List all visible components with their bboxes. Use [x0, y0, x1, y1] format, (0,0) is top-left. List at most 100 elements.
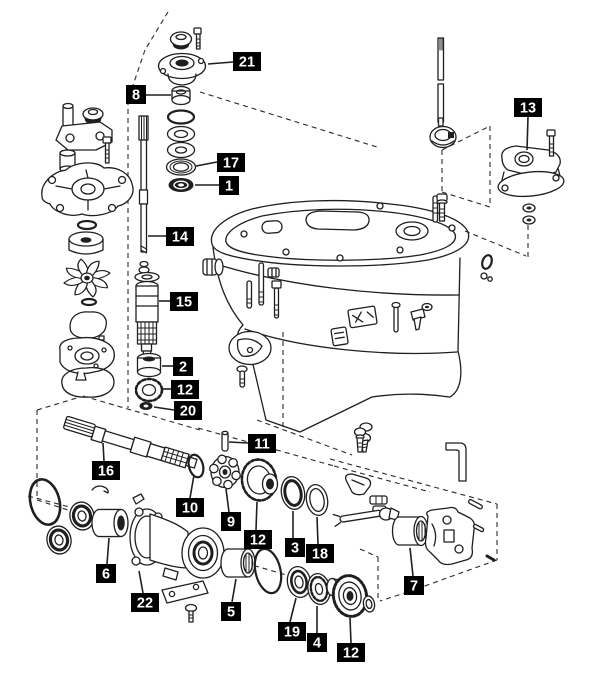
driveshaft-clip — [138, 260, 150, 274]
svg-text:5: 5 — [227, 605, 235, 621]
svg-text:12: 12 — [177, 383, 193, 399]
callout-20: 20 — [153, 401, 202, 420]
callout-15: 15 — [159, 292, 198, 311]
anode-plate — [161, 580, 209, 604]
pump-oring — [76, 219, 98, 231]
driveshaft — [138, 115, 149, 254]
svg-text:17: 17 — [223, 156, 239, 172]
shift-shaft-bolt — [436, 193, 448, 222]
svg-text:22: 22 — [137, 596, 153, 612]
shift-shaft-retainer — [429, 125, 457, 149]
callout-1: 1 — [195, 176, 239, 195]
callout-3: 3 — [285, 511, 305, 557]
rear-seal-ring — [362, 595, 376, 613]
clutch-roller-bearing — [391, 515, 429, 547]
svg-text:20: 20 — [180, 404, 196, 420]
svg-text:12: 12 — [343, 646, 359, 662]
callout-11: 11 — [228, 434, 276, 453]
gearcase-emblem — [330, 305, 378, 347]
impeller-oring — [80, 297, 98, 307]
trim-tab — [228, 330, 272, 388]
svg-text:3: 3 — [291, 541, 299, 557]
callout-8: 8 — [126, 85, 171, 104]
svg-text:6: 6 — [102, 567, 110, 583]
detent-pins — [467, 499, 496, 562]
callout-7: 7 — [404, 547, 424, 595]
needle-bearing — [220, 548, 256, 578]
shift-cam — [344, 473, 372, 496]
callout-layer: 21 8 13 17 1 14 15 2 12 20 11 16 10 9 12 3 18 6 22 5 7 19 4 12 — [92, 52, 542, 662]
pinion-gear — [209, 454, 241, 490]
small-oring-and-clip — [480, 254, 493, 282]
pump-bolt — [102, 136, 112, 164]
water-pump-impeller — [63, 258, 111, 298]
rear-bearing — [307, 572, 331, 606]
linkage-bolt — [353, 427, 367, 453]
drive-pin — [221, 430, 229, 452]
cam-follower-clamp — [369, 495, 388, 514]
reverse-gear — [326, 574, 369, 618]
gearcase-hex-plug — [202, 258, 224, 276]
callout-16: 16 — [92, 442, 120, 480]
callout-18: 18 — [306, 516, 334, 563]
driveshaft-seal-ring — [139, 402, 153, 410]
svg-text:15: 15 — [176, 295, 192, 311]
gearcase-studs — [246, 195, 439, 319]
pump-gasket-upper — [69, 311, 108, 339]
gearcase-side-fasteners — [391, 301, 433, 333]
callout-5: 5 — [221, 578, 241, 621]
svg-text:9: 9 — [227, 515, 235, 531]
svg-text:8: 8 — [132, 88, 140, 104]
forward-gear — [240, 458, 279, 502]
seal-housing — [157, 52, 207, 86]
callout-21: 21 — [207, 52, 261, 71]
anode-screw — [184, 603, 198, 623]
gearcase-housing — [202, 195, 493, 482]
svg-text:13: 13 — [520, 101, 536, 117]
shift-bracket — [497, 145, 565, 198]
svg-text:11: 11 — [254, 437, 269, 453]
thrust-ring — [305, 484, 329, 516]
shift-plunger-rod — [332, 507, 400, 527]
stack-washer-a — [166, 125, 196, 143]
prop-seal-b — [46, 525, 72, 555]
propshaft-oring — [187, 453, 205, 479]
shift-shaft — [437, 37, 445, 127]
bracket-washers — [522, 203, 536, 225]
svg-text:19: 19 — [284, 625, 300, 641]
carrier-oring-small — [253, 547, 283, 595]
callout-4: 4 — [307, 606, 327, 652]
water-tube-guide — [55, 102, 113, 151]
impeller-cup — [68, 231, 104, 255]
propeller-shaft — [63, 415, 198, 469]
bent-tube — [445, 442, 467, 482]
svg-text:12: 12 — [250, 533, 266, 549]
callout-19: 19 — [278, 597, 306, 641]
carrier-oring-large — [28, 478, 62, 526]
carrier-key — [132, 493, 145, 505]
callout-14: 14 — [148, 227, 194, 246]
stack-washer-b — [166, 141, 196, 159]
svg-text:2: 2 — [179, 360, 187, 376]
carrier-bushing — [91, 508, 129, 538]
svg-text:10: 10 — [182, 501, 198, 517]
retaining-clip — [91, 485, 109, 494]
thrust-washer-rear — [286, 565, 312, 599]
callout-6: 6 — [96, 537, 116, 583]
bearing-carrier — [129, 507, 225, 581]
callout-10: 10 — [176, 474, 204, 517]
svg-text:1: 1 — [225, 179, 233, 195]
top-bolt — [193, 27, 202, 50]
svg-text:14: 14 — [172, 230, 188, 246]
callout-22: 22 — [131, 570, 159, 612]
driveshaft-bearing-sleeve — [134, 271, 160, 362]
callout-2: 2 — [162, 357, 193, 376]
water-tube-grommet — [82, 107, 104, 124]
assembly-guide-lines — [27, 11, 529, 602]
bearing-housing — [424, 506, 476, 566]
water-pump-housing — [41, 162, 134, 217]
driveshaft-bushing — [136, 352, 162, 378]
svg-text:16: 16 — [98, 464, 114, 480]
upper-bushing — [171, 85, 191, 106]
